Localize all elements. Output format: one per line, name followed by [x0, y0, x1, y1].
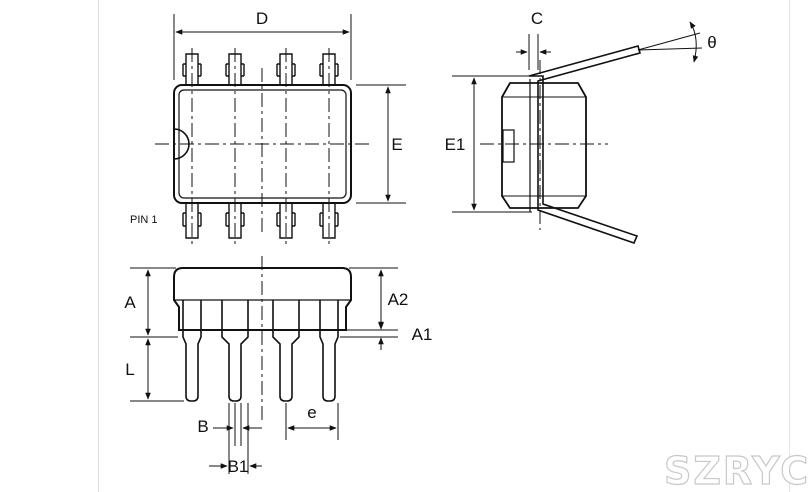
- dimension-A1: [340, 318, 398, 350]
- label-E: E: [391, 135, 402, 154]
- dimension-e: [285, 403, 339, 440]
- end-view-centerlines: [480, 60, 608, 230]
- top-pins-upper: [182, 53, 339, 85]
- label-A: A: [124, 293, 136, 312]
- dimension-theta: [637, 21, 703, 63]
- dimension-C: [516, 34, 551, 70]
- dimension-D: [173, 14, 352, 80]
- end-view-body: [501, 82, 587, 209]
- label-B: B: [197, 417, 208, 436]
- top-view-centerlines: [155, 48, 372, 244]
- top-pins-lower: [182, 203, 339, 239]
- label-A1: A1: [412, 325, 433, 344]
- right-margin-panel: [789, 0, 808, 492]
- front-view-body: [173, 267, 352, 331]
- label-C: C: [531, 9, 543, 28]
- end-view-tab: [502, 129, 515, 163]
- front-view-leads: [182, 300, 339, 402]
- dimension-A: [130, 267, 178, 338]
- dimension-B1: [209, 403, 262, 474]
- dimension-L: [130, 338, 184, 402]
- label-e: e: [307, 403, 316, 422]
- label-pin1: PIN 1: [130, 214, 158, 226]
- label-theta: θ: [707, 33, 716, 52]
- dimension-E: [356, 84, 406, 204]
- end-view: [452, 21, 703, 244]
- label-E1: E1: [445, 135, 466, 154]
- label-D: D: [256, 9, 268, 28]
- front-view: [130, 256, 398, 474]
- top-view: [155, 14, 406, 244]
- label-A2: A2: [388, 290, 409, 309]
- label-L: L: [125, 360, 134, 379]
- label-B1: B1: [228, 457, 249, 476]
- dimension-E1: [452, 75, 532, 213]
- left-margin-panel: [0, 0, 99, 492]
- dimension-B: [213, 403, 262, 446]
- watermark-logo: SZRYC: [664, 449, 808, 492]
